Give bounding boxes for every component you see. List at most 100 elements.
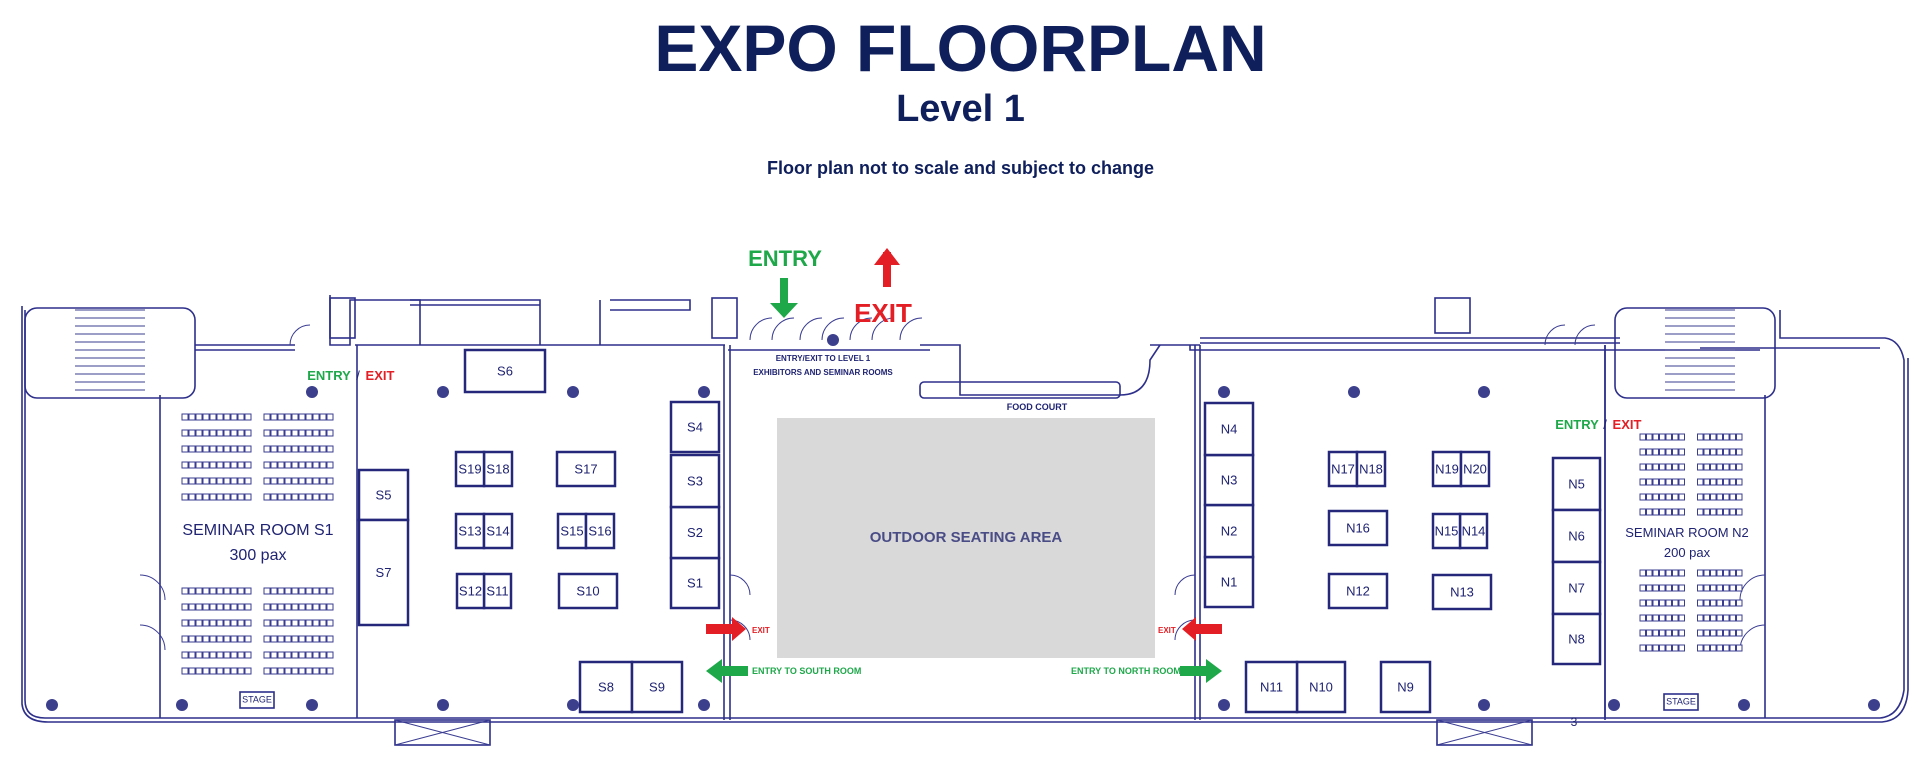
seat — [1672, 508, 1679, 516]
seat — [1678, 478, 1685, 486]
level-entry-line2: EXHIBITORS AND SEMINAR ROOMS — [753, 368, 893, 377]
seat — [284, 493, 292, 501]
seat — [1672, 599, 1679, 607]
seat — [298, 413, 306, 421]
door-icon — [139, 317, 1766, 651]
seat — [1639, 493, 1646, 501]
seat — [291, 587, 299, 595]
seat — [216, 603, 224, 611]
room-s1-entry-label: ENTRY — [307, 368, 351, 383]
page-title: EXPO FLOORPLAN — [654, 11, 1267, 85]
seat — [195, 429, 203, 437]
seat — [1665, 478, 1672, 486]
seat — [1665, 584, 1672, 592]
seat — [1672, 569, 1679, 577]
seat — [284, 445, 292, 453]
seat — [1678, 599, 1685, 607]
seat — [298, 461, 306, 469]
seat — [1736, 614, 1743, 622]
seat — [270, 603, 278, 611]
seat — [1729, 493, 1736, 501]
seat — [1716, 448, 1723, 456]
booth-s18 — [482, 450, 514, 488]
seat — [1646, 478, 1653, 486]
seat — [1716, 584, 1723, 592]
seat — [298, 651, 306, 659]
booth-label-n11: N11 — [1260, 679, 1283, 694]
seat — [1729, 599, 1736, 607]
seat — [195, 651, 203, 659]
seat — [291, 493, 299, 501]
seat — [263, 603, 271, 611]
seat — [263, 619, 271, 627]
seat — [312, 445, 320, 453]
booth-s2 — [669, 505, 721, 560]
seat — [237, 635, 245, 643]
booth-label-s15: S15 — [560, 523, 583, 538]
seat — [1678, 448, 1685, 456]
seat — [216, 461, 224, 469]
seat — [188, 413, 196, 421]
seat — [181, 413, 189, 421]
seat — [1703, 478, 1710, 486]
booth-label-n9: N9 — [1397, 679, 1414, 694]
arrow-left-icon — [706, 659, 748, 683]
seat — [237, 667, 245, 675]
seat — [1697, 508, 1704, 516]
booth-label-n16: N16 — [1346, 520, 1370, 535]
seat — [1703, 614, 1710, 622]
seat — [188, 587, 196, 595]
seat — [1639, 508, 1646, 516]
seat — [216, 429, 224, 437]
seat — [1652, 629, 1659, 637]
seat — [1659, 569, 1666, 577]
seat — [188, 461, 196, 469]
seat — [244, 651, 252, 659]
seat — [305, 667, 313, 675]
seat — [1729, 614, 1736, 622]
column-icon — [176, 699, 188, 711]
seat — [284, 477, 292, 485]
seminar-n2-name: SEMINAR ROOM N2 — [1625, 525, 1749, 540]
seat — [277, 429, 285, 437]
seat — [277, 477, 285, 485]
seat — [305, 493, 313, 501]
seat — [230, 635, 238, 643]
seat — [1723, 508, 1730, 516]
column-icon — [306, 386, 318, 398]
seat — [1665, 493, 1672, 501]
seat — [277, 651, 285, 659]
seat — [1665, 448, 1672, 456]
seat — [319, 413, 327, 421]
seat — [188, 493, 196, 501]
seat — [216, 445, 224, 453]
seat — [1716, 493, 1723, 501]
seat — [237, 461, 245, 469]
booth-label-s13: S13 — [458, 523, 481, 538]
seat — [230, 461, 238, 469]
seat — [298, 603, 306, 611]
seat — [319, 477, 327, 485]
booth-label-s9: S9 — [649, 679, 665, 694]
seat — [1710, 599, 1717, 607]
seat — [1703, 433, 1710, 441]
seat — [312, 619, 320, 627]
booth-label-n15: N15 — [1435, 523, 1459, 538]
south-exit-label: EXIT — [752, 626, 770, 635]
main-entry-label: ENTRY — [748, 246, 822, 271]
seat — [188, 635, 196, 643]
seat — [244, 667, 252, 675]
arrow-up-icon — [874, 248, 900, 287]
seat — [1736, 448, 1743, 456]
seat — [1723, 569, 1730, 577]
room-s1-exit-label: EXIT — [366, 368, 395, 383]
seat — [237, 429, 245, 437]
seat — [1703, 629, 1710, 637]
seat — [1665, 644, 1672, 652]
arrow-right-icon — [706, 617, 746, 641]
booth-label-s7: S7 — [376, 565, 392, 580]
seat — [237, 445, 245, 453]
stair-icon — [24, 307, 196, 399]
seat — [277, 619, 285, 627]
seat — [181, 667, 189, 675]
